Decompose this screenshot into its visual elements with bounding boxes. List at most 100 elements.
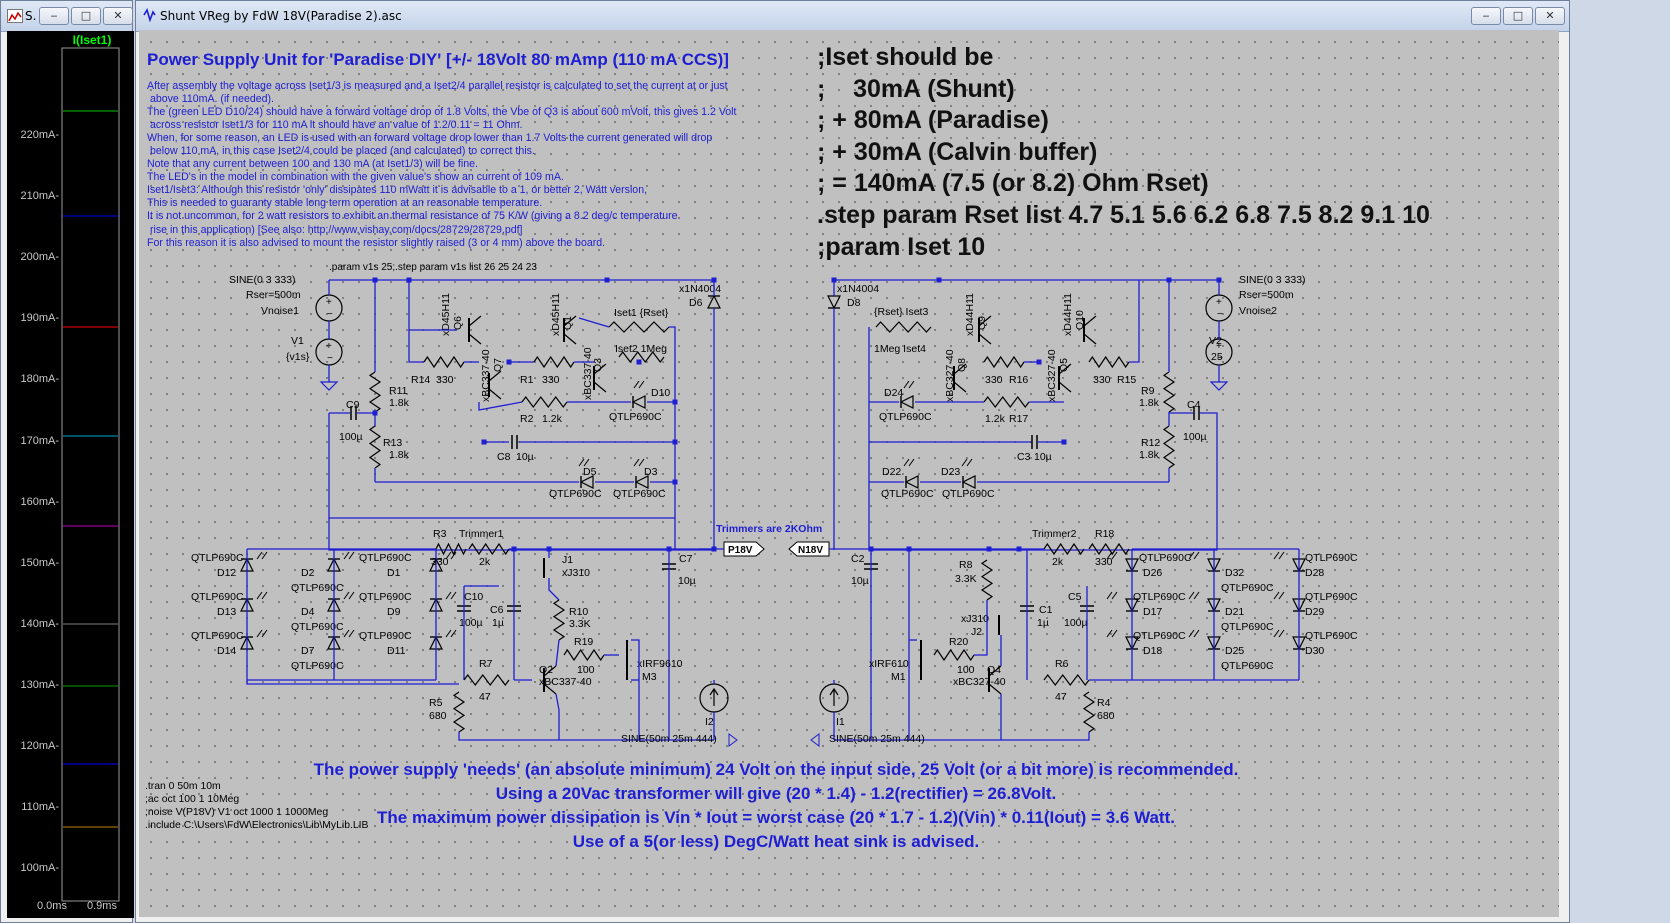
waveform-titlebar[interactable]: S. ‒ □ ✕ (1, 1, 133, 32)
close-button[interactable]: ✕ (103, 7, 133, 25)
component-label: QTLP690C (291, 660, 344, 672)
diode (904, 475, 919, 489)
transistor (1058, 363, 1072, 375)
schematic-description[interactable]: After assembly the voltage across Iset1/… (147, 80, 737, 249)
waveform-window-title: S. (25, 9, 37, 23)
y-tick-label: 170mA- (20, 434, 59, 447)
led-arrows (903, 380, 915, 389)
led-arrows (343, 629, 355, 638)
spice-directives[interactable]: .tran 0 50m 10m ;ac oct 100 1 10Meg ;noi… (145, 781, 369, 831)
component-label: QTLP690C (291, 582, 344, 594)
restore-button[interactable]: □ (1503, 7, 1533, 25)
component-label: R19 (574, 636, 593, 648)
component-label: 1.2k (542, 413, 563, 425)
component-label: D14 (217, 645, 236, 657)
junction (636, 359, 642, 365)
led-arrows (1273, 629, 1285, 638)
component-label: Trimmer2 (1032, 528, 1077, 540)
component-label: I1 (836, 716, 845, 728)
component-label: QTLP690C (1133, 591, 1186, 603)
resistor (1088, 542, 1130, 556)
bottom-note-3: The maximum power dissipation is Vin * I… (377, 808, 1175, 827)
junction (672, 479, 678, 485)
diode (961, 475, 976, 489)
y-tick-label: 150mA- (20, 556, 59, 569)
component-label: D23 (941, 466, 960, 478)
component-label: QTLP690C (191, 630, 244, 642)
component-label: R7 (479, 658, 493, 670)
junction (831, 277, 837, 283)
component-label: D7 (301, 645, 315, 657)
component-label: QTLP690C (1305, 552, 1358, 564)
y-tick-label: 110mA- (21, 801, 59, 814)
iset-comment[interactable]: ;Iset should be ; 30mA (Shunt) ; + 80mA … (817, 43, 1430, 261)
component-label: Q5 (1058, 358, 1070, 372)
diode (899, 395, 914, 409)
component-label: QTLP690C (1221, 621, 1274, 633)
bottom-notes[interactable]: The power supply 'needs' (an absolute mi… (139, 758, 1413, 854)
schematic-titlebar[interactable]: Shunt VReg by FdW 18V(Paradise 2).asc ‒ … (136, 1, 1569, 32)
trimmers-note: Trimmers are 2KOhm (716, 523, 822, 535)
component-label: Q6 (452, 316, 464, 330)
resistor (933, 648, 975, 662)
transistor (1083, 333, 1097, 345)
component-label: D1 (387, 567, 401, 579)
component-label: 1.8k (389, 397, 410, 409)
transistor (488, 388, 502, 400)
transistor (953, 363, 967, 375)
waveform-window[interactable]: S. ‒ □ ✕ I(Iset1) 220mA-210mA-200mA-190m… (0, 0, 134, 923)
wire (869, 518, 1218, 551)
led-arrows (903, 458, 915, 467)
resistor (552, 599, 566, 641)
component-label: I2 (705, 716, 714, 728)
component-label: Q8 (956, 358, 968, 372)
close-button[interactable]: ✕ (1535, 7, 1565, 25)
transistor (988, 665, 1002, 677)
source-polarity: + (326, 341, 332, 352)
schematic-canvas[interactable]: Power Supply Unit for 'Paradise DIY' [+/… (139, 30, 1559, 917)
resistor (368, 425, 382, 469)
resistor (1162, 371, 1176, 413)
transistor (1083, 315, 1097, 327)
component-label: D28 (1305, 567, 1324, 579)
transistor (543, 683, 557, 695)
waveform-plot-pane[interactable]: I(Iset1) 220mA-210mA-200mA-190mA-180mA-1… (7, 31, 134, 918)
waveform-app-icon (7, 9, 23, 23)
source-polarity: + (1216, 297, 1222, 308)
component-label: R4 (1097, 697, 1111, 709)
component-label: Vnoise2 (1239, 305, 1277, 317)
component-label: R3 (433, 528, 447, 540)
wire (548, 578, 560, 601)
y-tick-label: 210mA- (20, 190, 59, 203)
component-label: 1µ (492, 617, 504, 629)
trace-label[interactable]: I(Iset1) (72, 33, 112, 47)
component-label: xD45H11 (550, 293, 562, 336)
component-label: 10µ (1034, 451, 1052, 463)
junction (1036, 359, 1042, 365)
led-arrows (343, 591, 355, 600)
component-label: xBC327-40 (953, 676, 1006, 688)
junction (672, 399, 678, 405)
minimize-button[interactable]: ‒ (1471, 7, 1501, 25)
minimize-button[interactable]: ‒ (39, 7, 69, 25)
component-label: 100µ (1183, 431, 1207, 443)
restore-button[interactable]: □ (71, 7, 101, 25)
junction (672, 439, 678, 445)
component-label: 10µ (851, 575, 869, 587)
component-label: 330 (985, 374, 1003, 386)
resistor (533, 355, 575, 369)
component-label: 47 (1055, 691, 1067, 703)
step-param-directive: .param v1s 25;.step param v1s list 26 25… (329, 262, 537, 273)
component-label: C10 (464, 591, 483, 603)
y-tick-label: 220mA- (20, 129, 59, 141)
component-label: M3 (642, 671, 657, 683)
current-source (709, 687, 719, 696)
schematic-heading[interactable]: Power Supply Unit for 'Paradise DIY' [+/… (147, 50, 729, 69)
component-label: 1.8k (1139, 449, 1160, 461)
component-label: Iset2 1Meg (615, 343, 667, 355)
component-label: R17 (1009, 413, 1028, 425)
component-label: D24 (884, 387, 903, 399)
component-label: J1 (562, 554, 573, 566)
y-tick-label: 130mA- (20, 678, 59, 691)
component-label: QTLP690C (609, 411, 662, 423)
